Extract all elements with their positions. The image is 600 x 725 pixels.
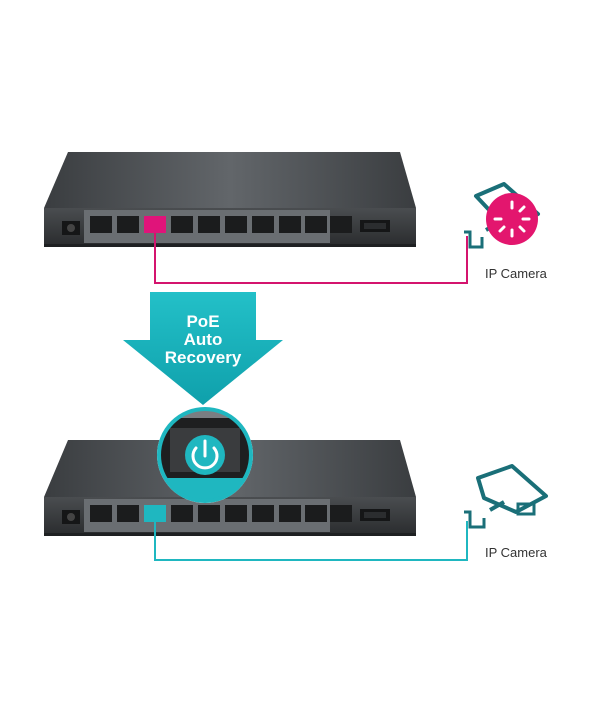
rj45-port-icon	[279, 216, 301, 233]
top-camera-label: IP Camera	[485, 266, 547, 281]
bottom-camera-label: IP Camera	[485, 545, 547, 560]
rj45-port-icon	[117, 216, 139, 233]
rj45-port-icon	[171, 505, 193, 522]
top-switch	[44, 152, 416, 247]
rj45-port-icon	[198, 216, 220, 233]
rj45-port-icon	[117, 505, 139, 522]
arrow-label-line-2: Auto	[183, 330, 223, 349]
rj45-port-icon	[225, 505, 247, 522]
rj45-port-icon	[305, 216, 327, 233]
arrow-label-line-1: PoE	[186, 312, 220, 331]
poe-auto-recovery-arrow	[123, 292, 283, 405]
rj45-port-icon	[90, 216, 112, 233]
loading-spinner-icon	[486, 193, 538, 245]
rj45-port-icon	[305, 505, 327, 522]
sfp-port-icon	[360, 220, 390, 232]
bottom-link-cable	[154, 521, 468, 561]
rj45-port-icon	[279, 505, 301, 522]
rj45-port-icon	[330, 505, 352, 522]
faulty-port-indicator	[144, 216, 166, 233]
bottom-rj45-ports	[90, 505, 352, 522]
camera-icon	[464, 464, 548, 529]
top-link-cable	[154, 233, 468, 284]
power-jack-icon	[62, 221, 80, 235]
sfp-port-icon	[360, 509, 390, 521]
rj45-port-icon	[198, 505, 220, 522]
arrow-label-line-3: Recovery	[164, 348, 242, 367]
recovery-power-icon	[185, 435, 225, 475]
top-rj45-ports	[90, 216, 352, 233]
rj45-port-icon	[171, 216, 193, 233]
rj45-port-icon	[252, 505, 274, 522]
rj45-port-icon	[90, 505, 112, 522]
recovered-port-indicator	[144, 505, 166, 522]
rj45-port-icon	[252, 216, 274, 233]
power-jack-icon	[62, 510, 80, 524]
rj45-port-icon	[225, 216, 247, 233]
port-magnifier	[157, 407, 253, 503]
rj45-port-icon	[330, 216, 352, 233]
